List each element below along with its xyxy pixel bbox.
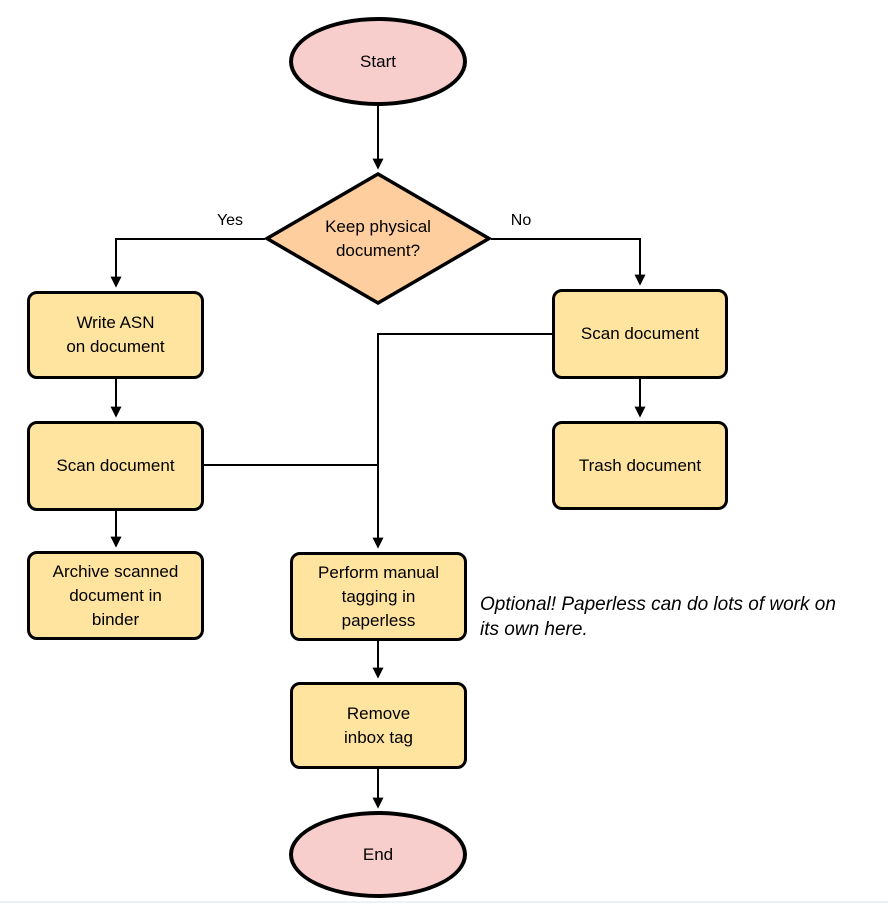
node-start-label: Start	[360, 51, 396, 71]
node-end-label: End	[362, 844, 394, 864]
edge-decision-yes-to-write-asn	[110, 238, 265, 288]
edge-label-yes: Yes	[216, 212, 244, 229]
node-manual-tagging: Perform manual tagging in paperless	[290, 552, 467, 641]
node-archive-binder-label: Archive scanned document in binder	[52, 561, 179, 629]
edge-scan-right-to-tagging	[372, 333, 552, 549]
decision-diamond-shape	[263, 171, 493, 306]
node-trash-document-label: Trash document	[578, 455, 702, 475]
node-trash-document: Trash document	[552, 421, 728, 510]
node-end: End	[289, 811, 467, 898]
node-decision-label: Keep physical document?	[325, 216, 431, 260]
annotation-optional-note: Optional! Paperless can do lots of work …	[480, 594, 836, 640]
node-write-asn-label: Write ASN on document	[66, 313, 165, 356]
node-scan-document-left: Scan document	[27, 421, 204, 511]
node-start: Start	[289, 17, 467, 106]
node-scan-document-left-label: Scan document	[56, 456, 175, 475]
node-write-asn: Write ASN on document	[27, 291, 204, 379]
edge-label-no: No	[510, 212, 532, 229]
page-bottom-edge	[0, 901, 888, 903]
node-remove-inbox-tag-label: Remove inbox tag	[344, 703, 413, 747]
node-archive-binder: Archive scanned document in binder	[27, 551, 204, 640]
node-scan-document-right: Scan document	[552, 289, 728, 379]
node-manual-tagging-label: Perform manual tagging in paperless	[318, 562, 439, 630]
node-scan-document-right-label: Scan document	[580, 324, 700, 343]
node-decision: Keep physical document?	[263, 171, 493, 306]
node-remove-inbox-tag: Remove inbox tag	[290, 682, 467, 769]
edge-decision-no-to-scan-right	[491, 238, 646, 286]
